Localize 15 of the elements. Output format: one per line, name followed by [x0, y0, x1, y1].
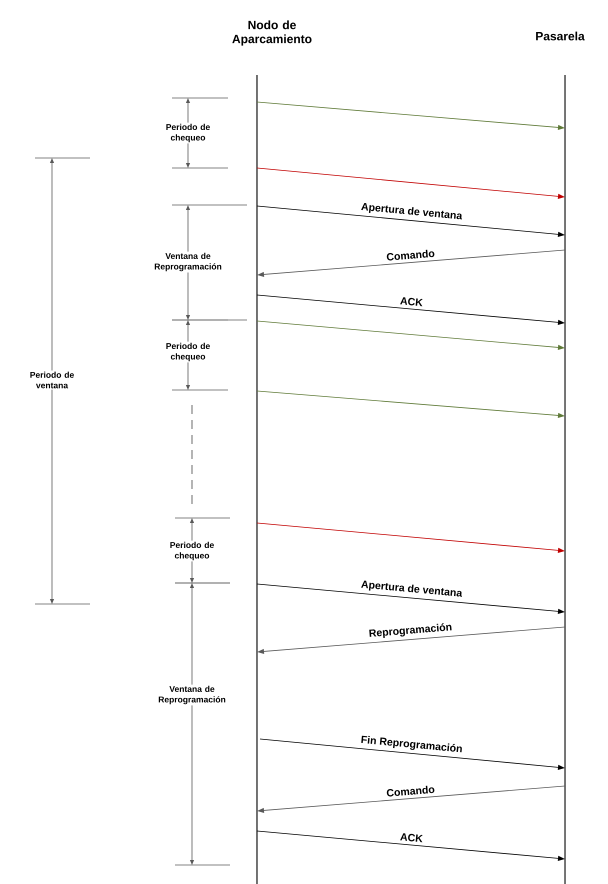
dimension-label: Periodo de chequeo	[170, 542, 214, 560]
message-label: Comando	[386, 250, 434, 260]
message-label: ACK	[400, 297, 423, 306]
message-label: Apertura de ventana	[361, 580, 462, 597]
participant-lifeline: Pasarela	[536, 32, 585, 884]
dimension-label: Periodo de ventana	[30, 372, 74, 388]
message-label: Apertura de ventana	[361, 202, 462, 220]
message-label: Fin Reprogramación	[361, 736, 462, 752]
participant-lifeline: Nodo de Aparcamiento	[232, 20, 312, 884]
message-label: Reprogramación	[369, 623, 452, 638]
dimension-label: Periodo de chequeo	[166, 342, 210, 362]
dimension-label: Ventana de Reprogramación	[154, 252, 222, 272]
dimension-label: Periodo de chequeo	[166, 124, 210, 142]
message-label: ACK	[400, 833, 423, 842]
message-label: Comando	[386, 786, 434, 796]
